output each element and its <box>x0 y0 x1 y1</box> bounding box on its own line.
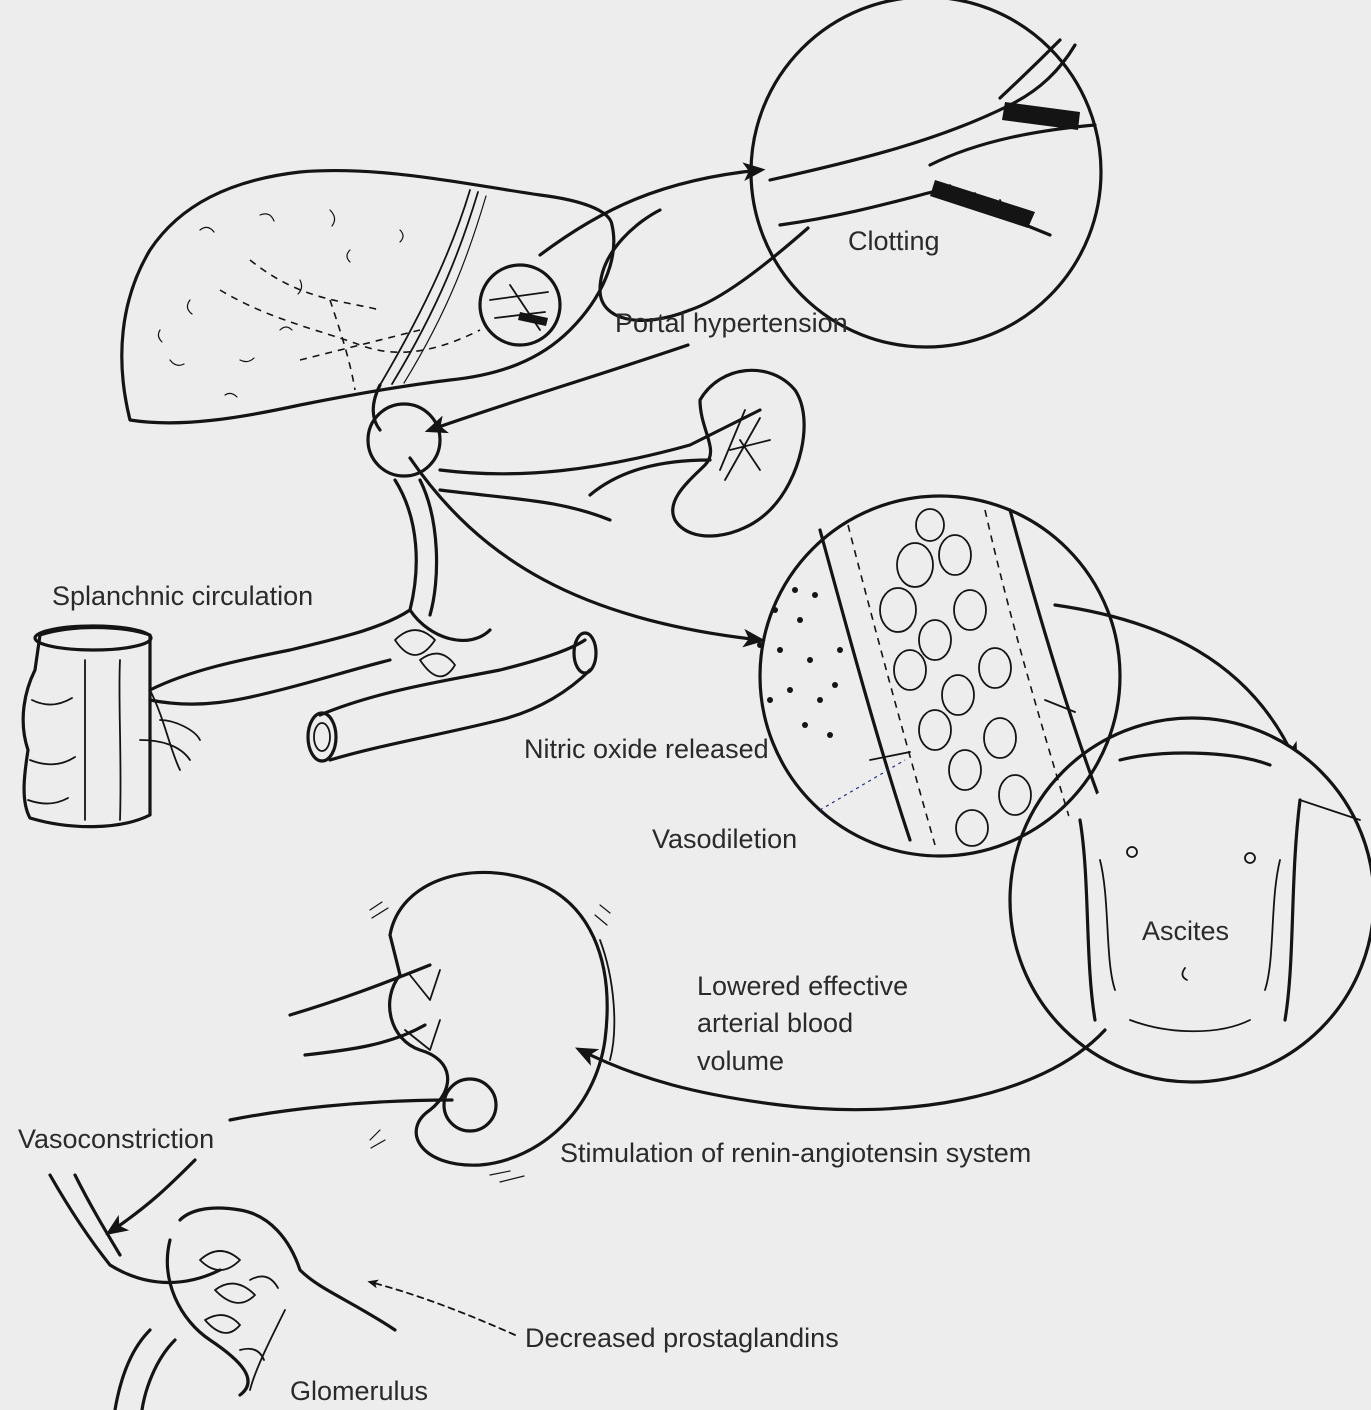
nitric-oxide-dots <box>757 587 843 738</box>
clotting-label: Clotting <box>848 226 940 256</box>
kidney-illustration <box>290 872 614 1182</box>
prostaglandins-label: Decreased prostaglandins <box>525 1323 839 1353</box>
nitric-oxide-label: Nitric oxide released <box>524 734 769 764</box>
renin-angiotensin-label: Stimulation of renin-angiotensin system <box>560 1138 1031 1168</box>
arrow-to-vasodilation <box>410 458 760 640</box>
lowered-volume-line3: volume <box>697 1046 784 1076</box>
ascites-inset <box>1008 718 1371 1082</box>
arrow-to-kidney <box>580 1030 1105 1110</box>
vasodilation-inset <box>757 496 1120 856</box>
ascites-label: Ascites <box>1142 916 1229 946</box>
splanchnic-circulation-label: Splanchnic circulation <box>52 581 313 611</box>
clotting-vessel-inset <box>751 0 1101 347</box>
arrow-to-vasoconstriction <box>230 1100 452 1120</box>
glomerulus-illustration <box>50 1175 395 1410</box>
splanchnic-vessels <box>140 480 490 770</box>
liver-illustration <box>122 171 614 423</box>
vasodilation-label: Vasodiletion <box>652 824 797 854</box>
lowered-volume-line1: Lowered effective <box>697 971 908 1001</box>
colon-illustration <box>23 626 151 827</box>
red-blood-cells <box>880 509 1031 846</box>
lowered-volume-line2: arterial blood <box>697 1008 853 1038</box>
spleen-illustration <box>673 370 804 536</box>
arrow-to-glomerulus <box>110 1160 195 1232</box>
arrow-to-clotting <box>540 170 760 255</box>
portal-hypertension-label: Portal hypertension <box>615 308 848 338</box>
vasoconstriction-label: Vasoconstriction <box>18 1124 214 1154</box>
glomerulus-label: Glomerulus <box>290 1376 428 1406</box>
arrow-portal-to-vein <box>430 345 688 430</box>
